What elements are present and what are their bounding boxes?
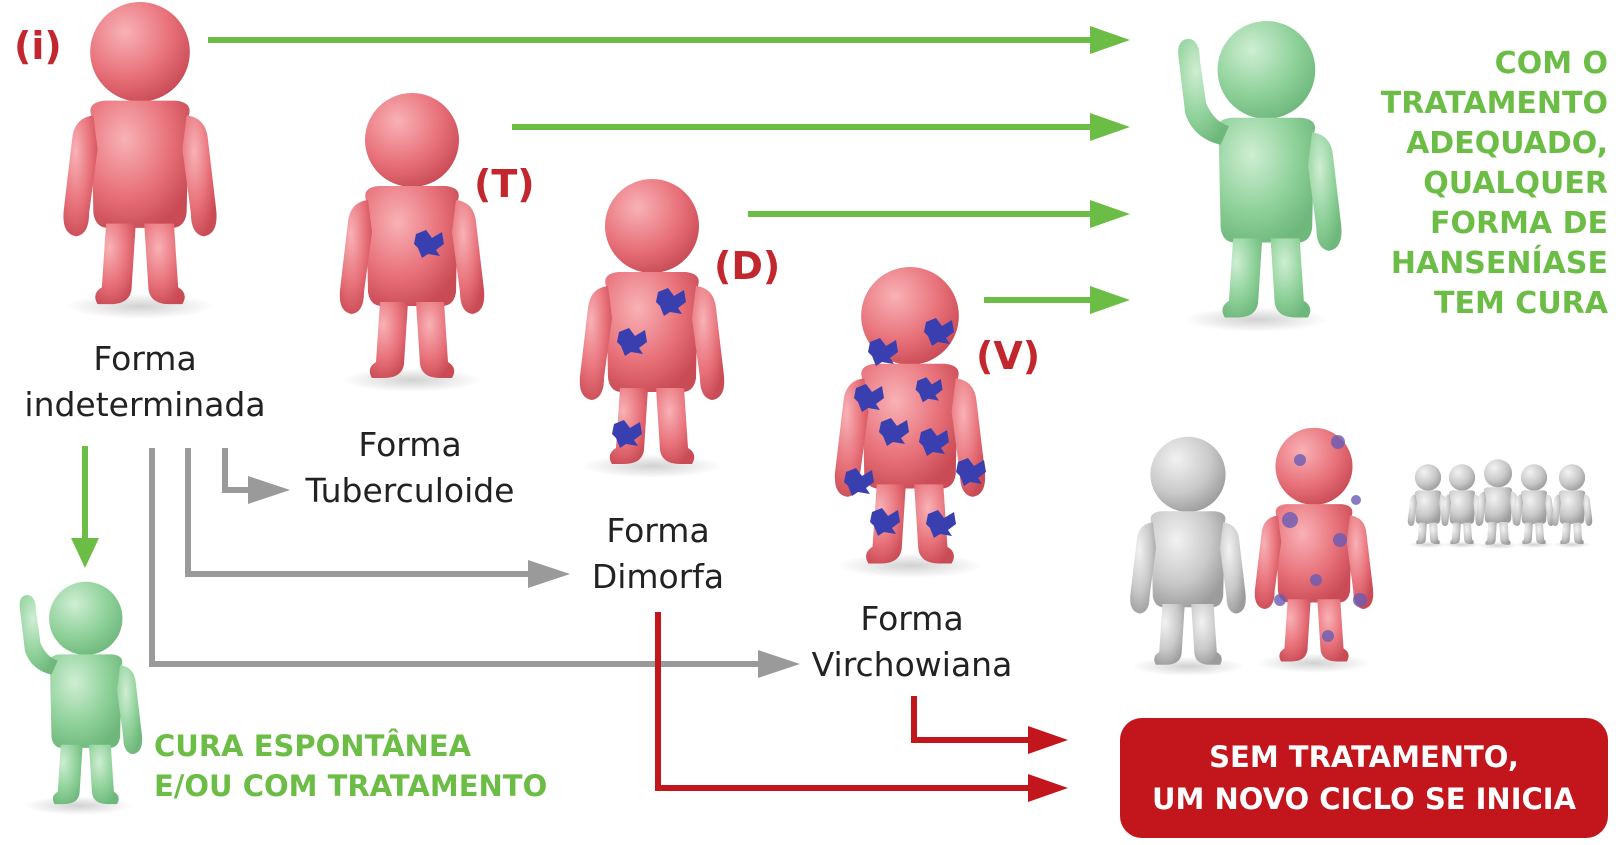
arrow-i-to-t bbox=[222, 448, 250, 493]
cure-message-line: ADEQUADO, bbox=[1406, 126, 1608, 161]
cure-message: COM O TRATAMENTO ADEQUADO, QUALQUER FORM… bbox=[1330, 44, 1608, 324]
crowd bbox=[1407, 459, 1593, 549]
label-indeterminada-line1: Forma bbox=[93, 339, 197, 378]
arrow-d-to-cycle bbox=[655, 612, 1030, 791]
label-indeterminada-line2: indeterminada bbox=[24, 385, 266, 424]
lesions-contact bbox=[1274, 435, 1367, 642]
label-indeterminada: Forma indeterminada bbox=[10, 336, 280, 428]
cure-message-line: FORMA DE bbox=[1429, 206, 1608, 241]
cure-message-line: QUALQUER bbox=[1423, 166, 1608, 201]
tag-tuberculoide: (T) bbox=[474, 162, 535, 206]
label-dimorfa-line2: Dimorfa bbox=[591, 557, 725, 596]
spontaneous-cure-line2: E/OU COM TRATAMENTO bbox=[154, 769, 548, 803]
label-virchowiana-line1: Forma bbox=[860, 599, 964, 638]
cure-message-line: COM O bbox=[1494, 46, 1608, 81]
figure-indeterminada bbox=[63, 2, 217, 320]
no-treatment-box: SEM TRATAMENTO, UM NOVO CICLO SE INICIA bbox=[1120, 718, 1608, 838]
figure-cured bbox=[1178, 21, 1342, 332]
spontaneous-cure-line1: CURA ESPONTÂNEA bbox=[154, 729, 472, 763]
no-treatment-line1: SEM TRATAMENTO, bbox=[1209, 740, 1519, 774]
arrow-v-to-cycle bbox=[911, 696, 1030, 743]
label-dimorfa: Forma Dimorfa bbox=[568, 508, 748, 600]
red-arrows bbox=[655, 612, 1030, 791]
label-virchowiana: Forma Virchowiana bbox=[798, 596, 1026, 688]
cure-message-line: TRATAMENTO bbox=[1380, 86, 1608, 121]
tag-virchowiana: (V) bbox=[976, 334, 1041, 378]
tag-dimorfa: (D) bbox=[714, 244, 781, 288]
label-dimorfa-line1: Forma bbox=[606, 511, 710, 550]
arrow-i-to-d bbox=[185, 448, 530, 577]
figure-tuberculoide bbox=[339, 93, 485, 392]
green-arrows bbox=[71, 26, 1130, 568]
cure-message-line: TEM CURA bbox=[1434, 286, 1608, 321]
arrow-i-to-v bbox=[149, 448, 760, 667]
figure-spontaneous-cure bbox=[19, 581, 143, 815]
figure-infected-contact bbox=[1254, 427, 1374, 673]
gray-arrows bbox=[149, 448, 760, 667]
cure-message-line: HANSENÍASE bbox=[1390, 246, 1608, 281]
figure-virchowiana bbox=[834, 267, 986, 578]
label-tuberculoide: Forma Tuberculoide bbox=[290, 422, 530, 514]
label-tuberculoide-line1: Forma bbox=[358, 425, 462, 464]
figure-healthy-contact bbox=[1130, 436, 1246, 676]
spontaneous-cure-message: CURA ESPONTÂNEA E/OU COM TRATAMENTO bbox=[154, 726, 594, 806]
figure-dimorfa bbox=[579, 179, 725, 478]
label-virchowiana-line2: Virchowiana bbox=[811, 645, 1013, 684]
label-tuberculoide-line2: Tuberculoide bbox=[305, 471, 515, 510]
no-treatment-line2: UM NOVO CICLO SE INICIA bbox=[1151, 782, 1577, 816]
tag-indeterminada: (i) bbox=[14, 24, 62, 68]
